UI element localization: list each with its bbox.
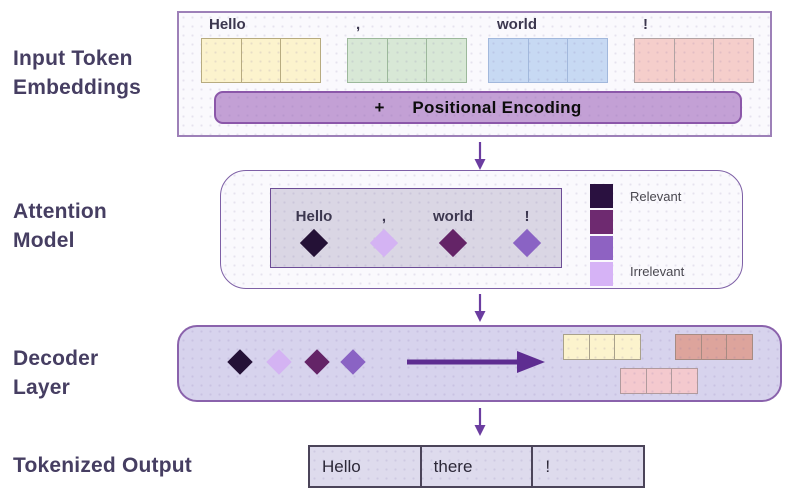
diamond-icon [369,228,399,258]
legend-label-irrelevant: Irrelevant [630,264,685,279]
down-arrow-icon [472,408,488,436]
down-arrow-icon [472,294,488,322]
legend-swatch [590,184,613,208]
embedding-cell [615,335,640,359]
decoder-output-cells-yellow [563,334,641,360]
embedding-cell [621,369,647,393]
embedding-cell [635,39,675,82]
embedding-cell [568,39,607,82]
decoder-title-line1: Decoder [13,347,99,370]
attention-token-label: world [433,208,473,225]
diamond-icon [438,228,468,258]
legend-swatch [590,236,613,260]
embedding-cell [489,39,529,82]
down-arrow-icon [472,142,488,170]
embedding-cells-comma [347,38,467,83]
input-title-line1: Input Token [13,47,133,70]
right-arrow-icon [406,349,546,380]
embedding-cell [647,369,673,393]
input-token-label: ! [643,16,648,33]
diamond-icon [512,228,542,258]
input-token-label: , [356,16,361,33]
input-token-label: world [497,16,537,33]
embedding-cell [202,39,242,82]
attention-token-comma: , [352,208,416,258]
attention-token-label: Hello [295,208,333,225]
tokenized-output-table: Hello there ! [308,445,645,488]
input-title-line2: Embeddings [13,76,142,99]
embedding-cell [675,39,715,82]
embedding-cells-world [488,38,608,83]
output-token-cell: ! [545,456,551,476]
decoder-section-title: Decoder Layer [13,344,98,402]
attention-token-world: world [421,208,485,258]
attention-title-line2: Model [13,229,75,252]
plus-icon: + [374,97,385,117]
embedding-cell [242,39,282,82]
embedding-cell [281,39,320,82]
embedding-cell [672,369,697,393]
attention-token-label: ! [524,208,530,225]
embedding-cell [590,335,616,359]
decoder-output-cells-pink [620,368,698,394]
embedding-cell [388,39,428,82]
diamond-icon [299,228,329,258]
embedding-cell [727,335,752,359]
output-token-cell: there [422,447,534,486]
attention-token-hello: Hello [282,208,346,258]
attention-token-label: , [381,208,387,225]
positional-encoding-bar: + Positional Encoding [214,91,742,124]
attention-inner-box [270,188,562,268]
embedding-cell [676,335,702,359]
embedding-cell [564,335,590,359]
embedding-cells-exclaim [634,38,754,83]
embedding-cell [348,39,388,82]
legend-swatch [590,210,613,234]
embedding-cell [702,335,728,359]
decoder-title-line2: Layer [13,376,71,399]
attention-section-title: Attention Model [13,197,107,255]
embedding-cells-hello [201,38,321,83]
attention-title-line1: Attention [13,200,107,223]
input-token-label: Hello [209,16,246,33]
legend-swatch [590,262,613,286]
embedding-cell [714,39,753,82]
embedding-cell [529,39,569,82]
attention-token-exclaim: ! [495,208,559,258]
output-section-title: Tokenized Output [13,454,192,477]
legend-label-relevant: Relevant [630,189,682,204]
embedding-cell [427,39,466,82]
input-section-title: Input Token Embeddings [13,44,141,102]
decoder-output-cells-salmon [675,334,753,360]
positional-encoding-label: Positional Encoding [412,97,582,117]
output-token-cell: Hello [310,447,422,486]
